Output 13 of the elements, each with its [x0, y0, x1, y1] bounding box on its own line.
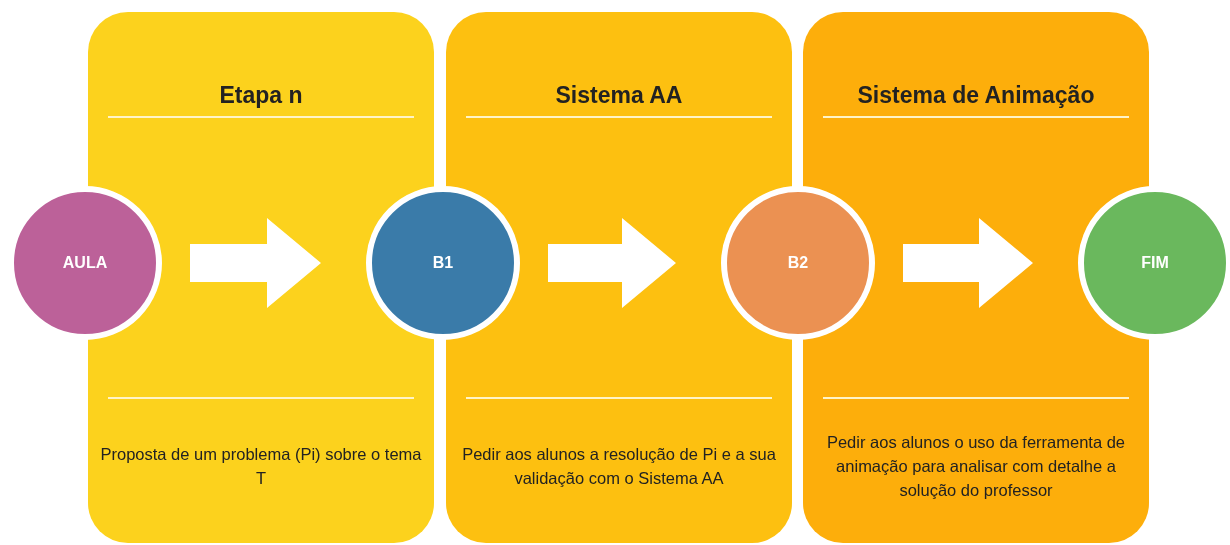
block-arrow: [548, 218, 676, 308]
panel-title: Etapa n: [218, 81, 304, 110]
circle-label: FIM: [1141, 253, 1169, 273]
panel-title: Sistema de Animação: [856, 81, 1096, 110]
circle-label: B1: [432, 253, 454, 273]
circle-label: B2: [787, 253, 809, 273]
circle-label: AULA: [62, 253, 108, 273]
step-description: Proposta de um problema (Pi) sobre o tema T: [100, 444, 422, 489]
panel-title: Sistema AA: [554, 81, 684, 110]
step-description: Pedir aos alunos a resolução de Pi e a sua validação com o Sistema AA: [461, 444, 777, 489]
step-description: Pedir aos alunos o uso da ferramenta de animação para analisar com detalhe a solução do professor: [825, 432, 1127, 501]
block-arrow: [190, 218, 321, 308]
block-arrow: [903, 218, 1033, 308]
